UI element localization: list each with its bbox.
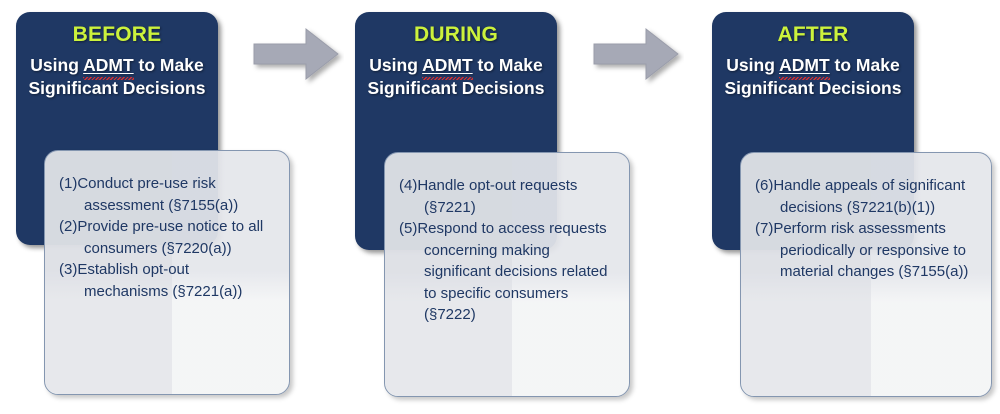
list-item: (4)Handle opt-out requests (§7221) bbox=[399, 177, 578, 216]
arrow-before-to-during bbox=[252, 26, 344, 88]
admt-term-after: ADMT bbox=[779, 55, 830, 75]
phase-title-before: BEFORE bbox=[72, 23, 162, 46]
phase-subtitle-during: Using ADMT to Make Significant Decisions bbox=[361, 54, 551, 100]
phase-subtitle-after-post: to Make Significant Decisions bbox=[724, 55, 902, 98]
phase-subtitle-during-pre: Using bbox=[369, 55, 423, 75]
phase-subtitle-during-post: to Make Significant Decisions bbox=[367, 55, 545, 98]
phase-subtitle-after: Using ADMT to Make Significant Decisions bbox=[718, 54, 908, 100]
phase-title-during: DURING bbox=[413, 23, 499, 46]
list-item: (1)Conduct pre-use risk assessment (§715… bbox=[59, 175, 239, 214]
phase-list-during: (4)Handle opt-out requests (§7221) (5)Re… bbox=[384, 152, 630, 397]
admt-term-before: ADMT bbox=[83, 55, 134, 75]
phase-subtitle-after-pre: Using bbox=[726, 55, 780, 75]
list-item: (5)Respond to access requests concerning… bbox=[399, 220, 608, 323]
list-item: (2)Provide pre-use notice to all consume… bbox=[59, 218, 264, 257]
phase-subtitle-before: Using ADMT to Make Significant Decisions bbox=[22, 54, 212, 100]
arrow-during-to-after bbox=[592, 26, 684, 88]
list-item: (7)Perform risk assessments periodically… bbox=[755, 220, 969, 280]
phase-list-after: (6)Handle appeals of significant decisio… bbox=[740, 152, 992, 397]
admt-term-during: ADMT bbox=[422, 55, 473, 75]
phase-list-before: (1)Conduct pre-use risk assessment (§715… bbox=[44, 150, 290, 395]
phase-title-after: AFTER bbox=[777, 23, 849, 46]
list-item: (6)Handle appeals of significant decisio… bbox=[755, 177, 966, 216]
list-item: (3)Establish opt-out mechanisms (§7221(a… bbox=[59, 261, 243, 300]
phase-subtitle-before-post: to Make Significant Decisions bbox=[28, 55, 206, 98]
phase-subtitle-before-pre: Using bbox=[30, 55, 84, 75]
